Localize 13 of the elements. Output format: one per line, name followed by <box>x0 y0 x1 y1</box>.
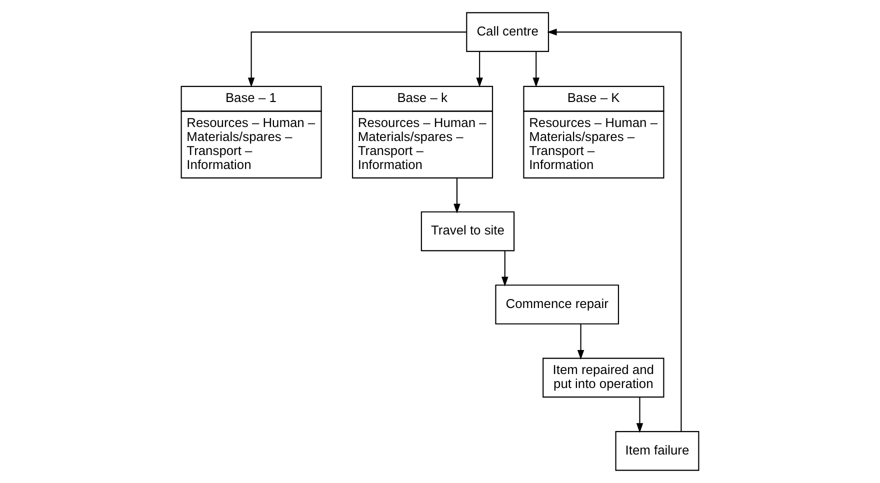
arrow <box>248 32 466 88</box>
arrow <box>636 397 644 433</box>
arrow <box>547 28 682 432</box>
node-box: Travel to site <box>420 211 515 252</box>
node-box: Commence repair <box>495 284 620 324</box>
arrow <box>577 324 584 360</box>
arrow <box>476 52 483 88</box>
arrow <box>532 52 540 88</box>
arrow <box>501 250 508 286</box>
node-box: Call centre <box>466 12 550 52</box>
node-box: Item failure <box>615 431 700 471</box>
arrow <box>454 178 460 214</box>
node-box: Item repaired and put into operation <box>542 358 664 398</box>
